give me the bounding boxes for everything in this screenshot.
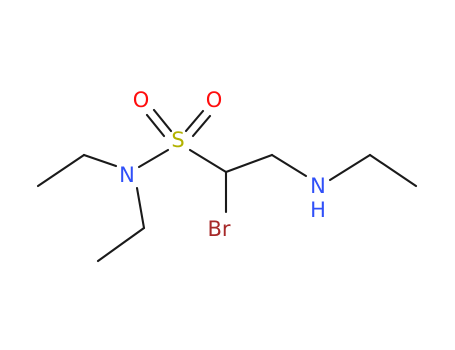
atom-labels-group: O O S N N H Br [119, 88, 326, 241]
bond-ch2-ch3-lower [96, 226, 146, 263]
bond-nh-ch2 [328, 153, 372, 182]
bond-ch2-n-upper [82, 153, 118, 168]
atom-oxygen-right: O [206, 88, 223, 112]
atom-hydrogen-amine: H [310, 198, 326, 222]
atom-oxygen-left: O [133, 88, 150, 112]
bond-ch3-ch2-upper [36, 153, 86, 188]
atom-nitrogen-amide: N [119, 163, 135, 187]
bond-s-o-right-1 [184, 109, 205, 133]
bond-s-o-left-2 [145, 113, 166, 138]
bond-ch2-ch3-right [368, 153, 418, 188]
bond-n-s [137, 148, 170, 169]
bond-s-o-left-1 [152, 108, 173, 133]
bond-c-ch2 [224, 153, 274, 174]
bond-s-o-right-2 [191, 114, 212, 138]
bond-ch2-nh [270, 153, 308, 178]
bond-s-cbr [188, 148, 228, 174]
bond-n-ch2-lower [135, 186, 146, 230]
atom-bromine: Br [207, 217, 230, 241]
bonds-group [36, 108, 418, 263]
atom-sulfur: S [171, 128, 184, 152]
atom-nitrogen-amine: N [310, 174, 326, 198]
